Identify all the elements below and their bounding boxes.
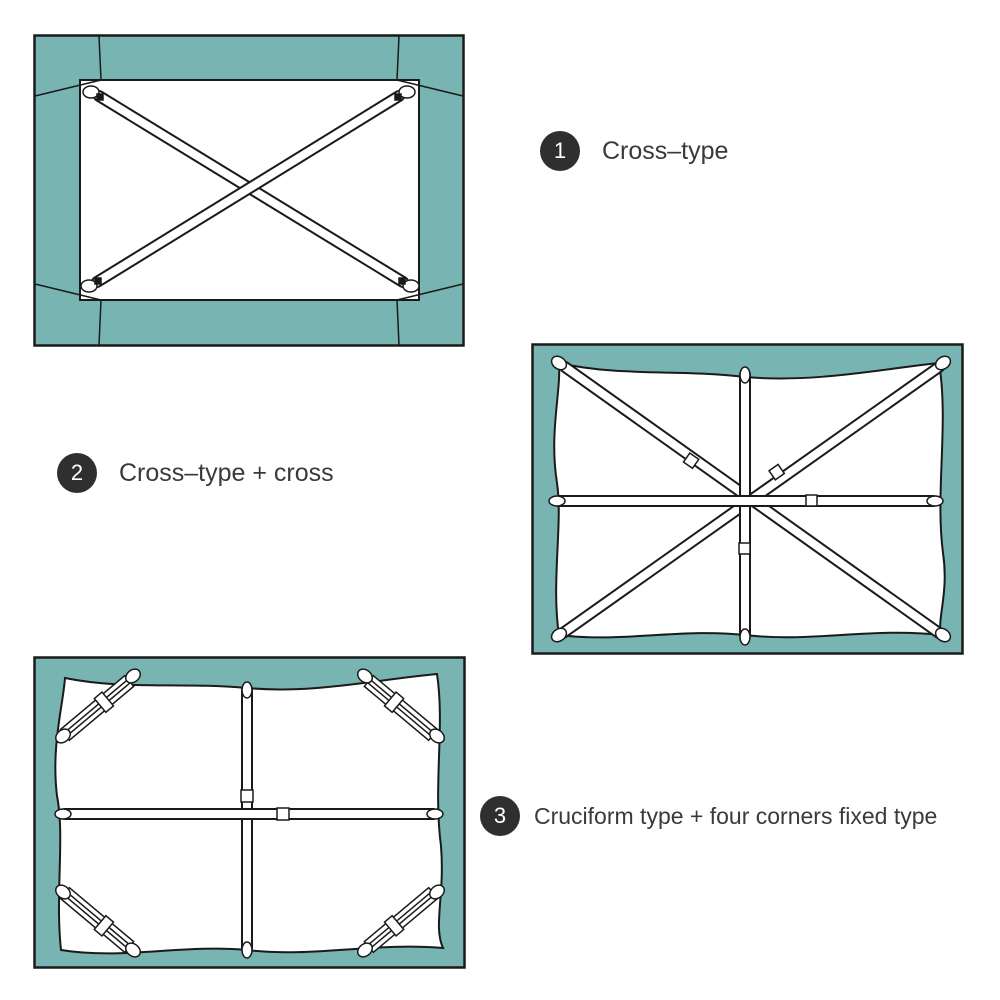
number-badge: 3 — [480, 796, 520, 836]
cross-straps — [553, 361, 945, 641]
sheet-clips — [80, 85, 420, 293]
option-label: Cross–type — [602, 136, 729, 165]
option-2-caption: 2 Cross–type + cross — [57, 453, 334, 493]
number-badge: 2 — [57, 453, 97, 493]
cross-type-plus-cross-diagram — [531, 343, 964, 655]
option-1-caption: 1 Cross–type — [540, 131, 728, 171]
diagonal-strap — [91, 90, 405, 288]
option-3-caption: 3 Cruciform type + four corners fixed ty… — [480, 796, 937, 836]
option-label: Cruciform type + four corners fixed type — [534, 802, 938, 829]
strap-buckles — [682, 451, 818, 555]
sheet-clips — [548, 355, 952, 646]
number-badge: 1 — [540, 131, 580, 171]
option-label: Cross–type + cross — [119, 458, 334, 487]
cruciform-four-corners-diagram — [33, 656, 466, 969]
corner-straps — [59, 674, 439, 954]
sheet-corner-folds — [34, 35, 464, 346]
sheet-clips — [54, 668, 445, 959]
cruciform-straps — [59, 684, 439, 954]
cross-type-diagram — [33, 34, 465, 347]
strap-buckles — [240, 789, 290, 821]
